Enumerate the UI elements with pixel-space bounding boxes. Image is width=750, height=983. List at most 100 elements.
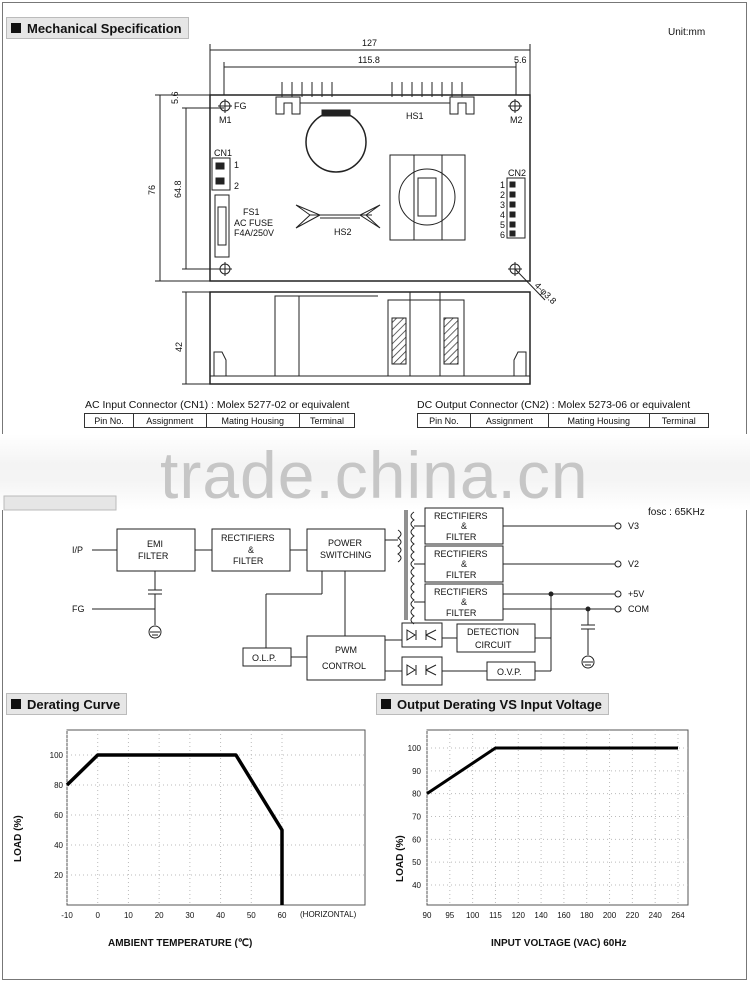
derating-plot-frame xyxy=(66,729,366,906)
bd-out3-3: FILTER xyxy=(446,608,477,618)
derating-y-tick: 100 xyxy=(50,751,64,760)
output-x-tick: 90 xyxy=(423,911,432,920)
label-fg: FG xyxy=(234,101,247,111)
output-x-tick: 115 xyxy=(489,911,502,920)
output-y-tick: 80 xyxy=(412,790,421,799)
mechanical-section-title: Mechanical Specification xyxy=(6,17,189,39)
derating-x-tick: 20 xyxy=(155,911,164,920)
bd-com: COM xyxy=(628,604,649,614)
label-cn2-pin1: 1 xyxy=(500,180,505,190)
block-diagram: I/P FG EMI FILTER RECTIFIERS & FILTER PO… xyxy=(3,495,649,686)
unit-label: Unit:mm xyxy=(668,27,706,38)
label-cn1: CN1 xyxy=(214,148,232,158)
bd-out3-1: RECTIFIERS xyxy=(434,587,488,597)
output-y-tick: 40 xyxy=(412,881,421,890)
dim-115-8: 115.8 xyxy=(358,55,380,65)
output-x-tick: 180 xyxy=(580,911,594,920)
derating-x-tick: 40 xyxy=(216,911,225,920)
bd-pow-1: POWER xyxy=(328,538,363,548)
dc-header-pin: Pin No. xyxy=(417,413,471,428)
bd-ip: I/P xyxy=(72,545,83,555)
dc-connector-table: Pin No. Assignment Mating Housing Termin… xyxy=(417,413,710,428)
output-plot-frame xyxy=(426,729,689,906)
dim-64-8: 64.8 xyxy=(173,180,183,198)
output-x-tick: 120 xyxy=(512,911,526,920)
label-hs2: HS2 xyxy=(334,227,352,237)
output-y-tick: 90 xyxy=(412,767,421,776)
dc-header-housing: Mating Housing xyxy=(548,413,650,428)
derating-x-tick: 60 xyxy=(278,911,287,920)
ac-header-housing: Mating Housing xyxy=(205,413,300,428)
derating-section-title: Derating Curve xyxy=(6,693,128,715)
bd-det-2: CIRCUIT xyxy=(475,640,512,650)
bd-out2-2: & xyxy=(461,559,467,569)
dc-connector-caption: DC Output Connector (CN2) : Molex 5273-0… xyxy=(417,399,691,411)
output-y-tick: 50 xyxy=(412,858,421,867)
output-x-tick: 240 xyxy=(649,911,663,920)
output-x-tick: 264 xyxy=(671,911,685,920)
label-cn2-pin2: 2 xyxy=(500,190,505,200)
output-y-tick: 70 xyxy=(412,813,421,822)
derating-x-tick: 50 xyxy=(247,911,256,920)
label-cn2: CN2 xyxy=(508,168,526,178)
dc-header-assignment: Assignment xyxy=(469,413,550,428)
derating-y-tick: 20 xyxy=(54,871,63,880)
bd-out1-2: & xyxy=(461,521,467,531)
label-cn1-pin1: 1 xyxy=(234,160,239,170)
output-xlabel: INPUT VOLTAGE (VAC) 60Hz xyxy=(491,938,627,949)
bd-out1-3: FILTER xyxy=(446,532,477,542)
bd-rect-2: & xyxy=(248,545,254,555)
bd-out2-1: RECTIFIERS xyxy=(434,549,488,559)
dim-127: 127 xyxy=(362,38,377,48)
derating-x-tick: 30 xyxy=(185,911,194,920)
bd-pwm-2: CONTROL xyxy=(322,661,366,671)
bd-fg: FG xyxy=(72,604,85,614)
ac-connector-table: Pin No. Assignment Mating Housing Termin… xyxy=(83,413,356,428)
output-x-tick: 140 xyxy=(534,911,548,920)
ac-header-terminal: Terminal xyxy=(298,413,356,428)
bd-pow-2: SWITCHING xyxy=(320,550,372,560)
bd-emi-1: EMI xyxy=(147,539,163,549)
output-y-tick: 60 xyxy=(412,835,421,844)
output-x-tick: 220 xyxy=(626,911,640,920)
derating-x-tick: 10 xyxy=(124,911,133,920)
bd-det-1: DETECTION xyxy=(467,627,519,637)
bd-rect-1: RECTIFIERS xyxy=(221,533,275,543)
bd-v3: V3 xyxy=(628,521,639,531)
bd-out1-1: RECTIFIERS xyxy=(434,511,488,521)
output-x-tick: 95 xyxy=(445,911,454,920)
output-section-title: Output Derating VS Input Voltage xyxy=(376,693,609,715)
label-fs1: FS1 xyxy=(243,207,260,217)
dim-hole: 4-φ3.8 xyxy=(533,280,559,306)
bd-rect-3: FILTER xyxy=(233,556,264,566)
output-x-tick: 200 xyxy=(603,911,617,920)
bd-emi-2: FILTER xyxy=(138,551,169,561)
label-hs1: HS1 xyxy=(406,111,424,121)
dim-76: 76 xyxy=(147,185,157,195)
ac-header-assignment: Assignment xyxy=(133,413,207,428)
derating-y-tick: 60 xyxy=(54,811,63,820)
label-m1: M1 xyxy=(219,115,232,125)
label-fuse-type: AC FUSE xyxy=(234,218,273,228)
ac-header-pin: Pin No. xyxy=(83,413,135,428)
output-x-tick: 100 xyxy=(466,911,480,920)
derating-y-tick: 80 xyxy=(54,781,63,790)
output-ylabel: LOAD (%) xyxy=(395,835,406,882)
bd-5v: +5V xyxy=(628,589,644,599)
label-cn2-pin4: 4 xyxy=(500,210,505,220)
bd-out3-2: & xyxy=(461,597,467,607)
watermark-text: trade.china.cn xyxy=(160,438,589,512)
label-cn2-pin5: 5 xyxy=(500,220,505,230)
derating-ylabel: LOAD (%) xyxy=(13,815,24,862)
derating-xnote: (HORIZONTAL) xyxy=(300,910,357,919)
label-fuse-rating: F4A/250V xyxy=(234,228,274,238)
fosc-label: fosc : 65KHz xyxy=(648,507,705,518)
label-cn2-pin6: 6 xyxy=(500,230,505,240)
dc-header-terminal: Terminal xyxy=(648,413,710,428)
derating-y-tick: 40 xyxy=(54,841,63,850)
output-x-tick: 160 xyxy=(557,911,571,920)
derating-x-tick: -10 xyxy=(61,911,73,920)
bd-v2: V2 xyxy=(628,559,639,569)
